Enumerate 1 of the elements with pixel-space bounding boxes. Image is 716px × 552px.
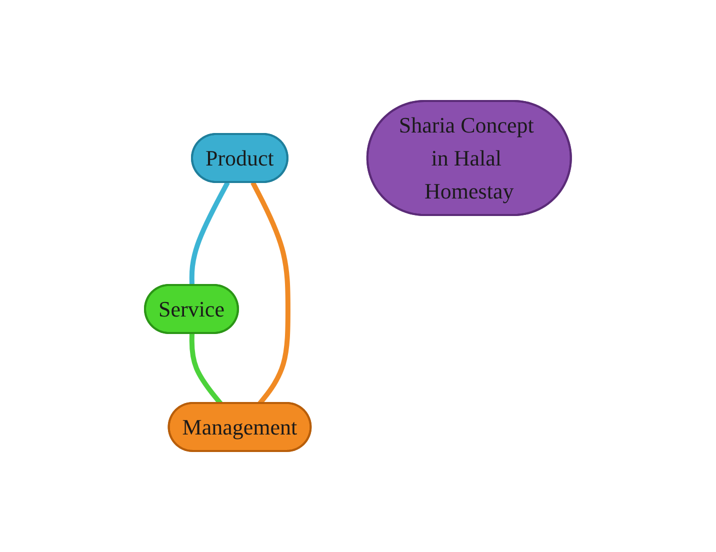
connector (189, 181, 230, 286)
